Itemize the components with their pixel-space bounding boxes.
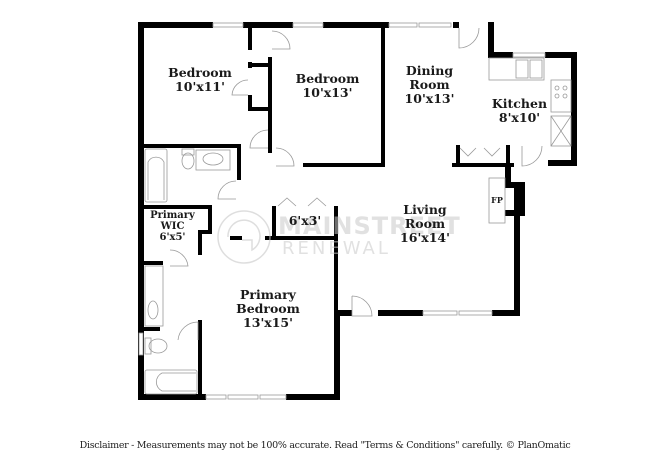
room-label-primary-bedroom: Primary Bedroom 13'x15' bbox=[222, 288, 314, 330]
room-name-line1: Primary bbox=[240, 287, 296, 302]
room-label-primary-wic: Primary WIC 6'x5' bbox=[145, 210, 200, 244]
room-name-line2: Room bbox=[409, 77, 450, 92]
watermark-text-bottom: RENEWAL bbox=[282, 238, 391, 259]
room-size: 8'x10' bbox=[498, 110, 541, 125]
room-name-line1: Living bbox=[403, 202, 447, 217]
doors bbox=[169, 27, 543, 341]
room-name: Bedroom bbox=[295, 71, 360, 86]
watermark-text-top: MAINSTREET bbox=[278, 212, 461, 240]
room-size: 6'x5' bbox=[159, 232, 186, 244]
room-label-kitchen: Kitchen 8'x10' bbox=[487, 97, 552, 125]
room-size: 6'x3' bbox=[288, 213, 322, 228]
room-label-closet: 6'x3' bbox=[280, 214, 330, 228]
room-name-line1: Dining bbox=[405, 63, 454, 78]
room-label-dining-room: Dining Room 10'x13' bbox=[392, 64, 467, 106]
disclaimer-text: Disclaimer - Measurements may not be 100… bbox=[79, 440, 571, 451]
room-name: Kitchen bbox=[491, 96, 548, 111]
room-name-line2: Room bbox=[404, 216, 446, 231]
room-label-living-room: Living Room 16'x14' bbox=[390, 203, 460, 245]
room-name: Bedroom bbox=[168, 65, 232, 80]
room-name-line2: WIC bbox=[160, 221, 185, 233]
room-name-line1: Primary bbox=[150, 210, 195, 221]
fireplace-label: FP bbox=[491, 195, 503, 205]
watermark-logo bbox=[217, 210, 271, 264]
windows bbox=[138, 22, 546, 400]
room-size: 10'x13' bbox=[302, 85, 353, 100]
exterior-walls bbox=[138, 22, 577, 400]
room-size: 16'x14' bbox=[400, 230, 450, 245]
room-size: 10'x13' bbox=[404, 91, 455, 106]
room-label-bedroom-1: Bedroom 10'x11' bbox=[160, 66, 240, 94]
room-size: 13'x15' bbox=[243, 315, 293, 330]
fixtures bbox=[144, 57, 572, 395]
room-label-bedroom-2: Bedroom 10'x13' bbox=[285, 72, 370, 100]
interior-walls bbox=[138, 22, 514, 400]
room-name-line2: Bedroom bbox=[236, 301, 300, 316]
room-size: 10'x11' bbox=[175, 79, 225, 94]
